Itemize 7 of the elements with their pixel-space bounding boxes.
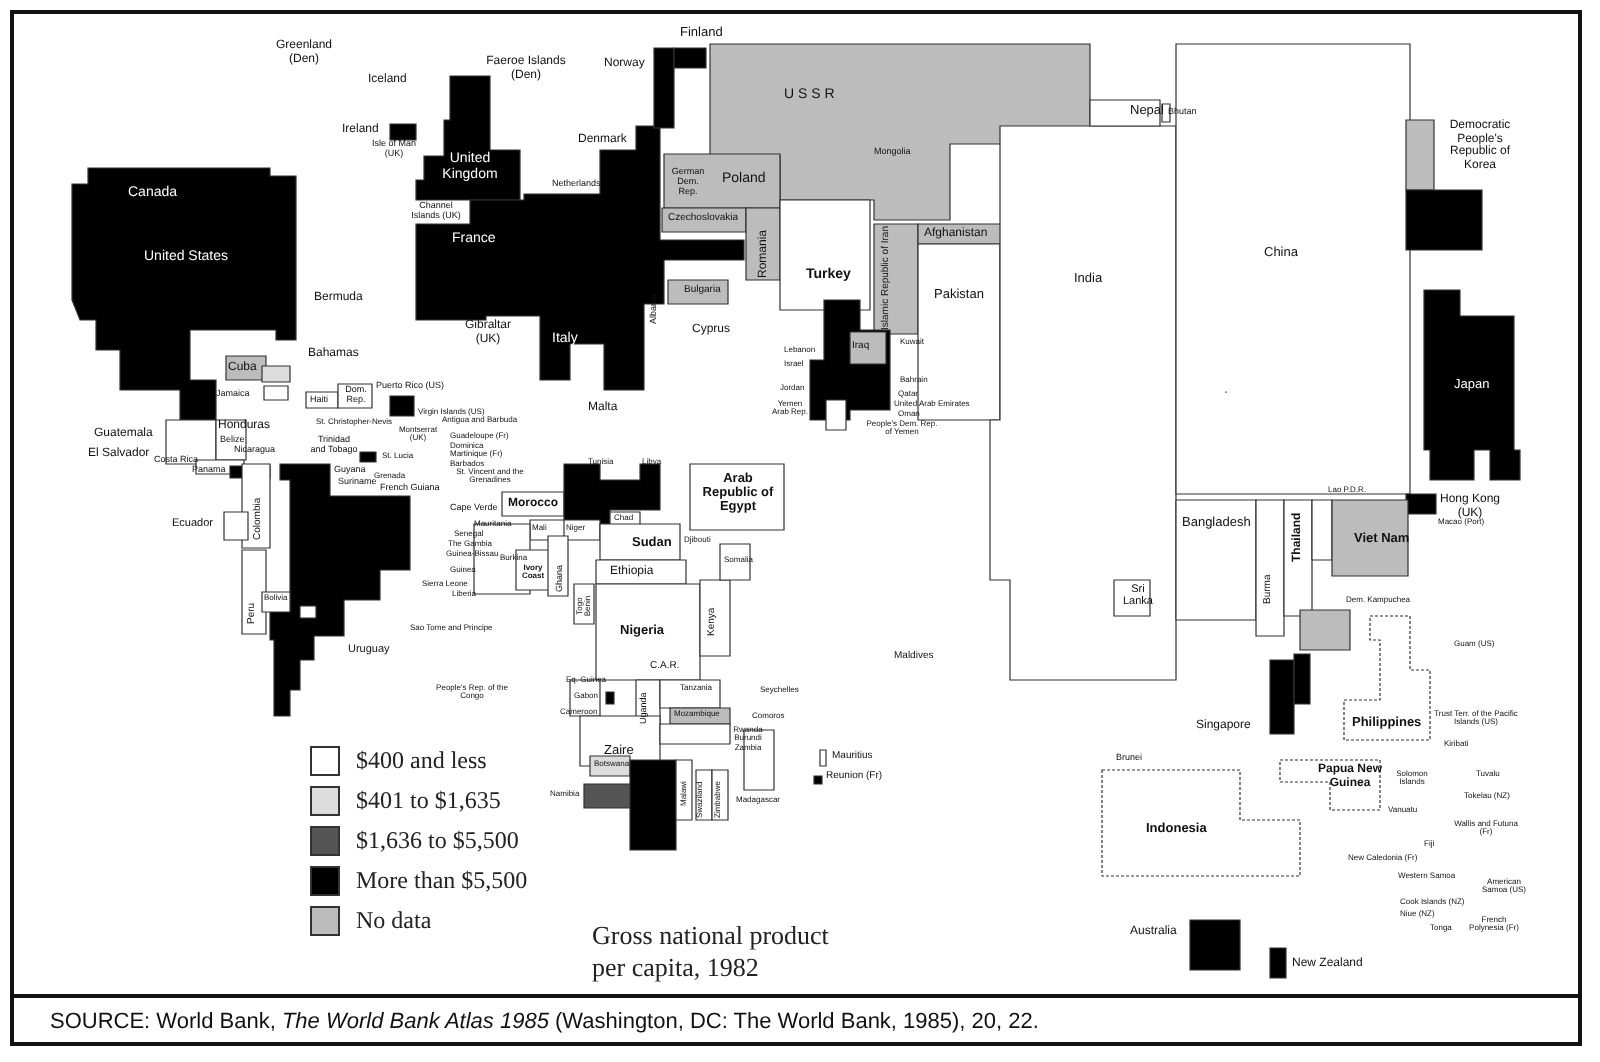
legend-label: More than $5,500 — [356, 866, 528, 896]
source-note: SOURCE: World Bank, The World Bank Atlas 1985 (Washington, DC: The World Bank, 1985), 20, 22. — [50, 1010, 1039, 1034]
legend-label: $401 to $1,635 — [356, 786, 501, 816]
legend-label: $400 and less — [356, 746, 487, 776]
map-title: Gross national product per capita, 1982 — [592, 920, 831, 983]
legend-label: No data — [356, 906, 432, 936]
legend-label: $1,636 to $5,500 — [356, 826, 519, 856]
